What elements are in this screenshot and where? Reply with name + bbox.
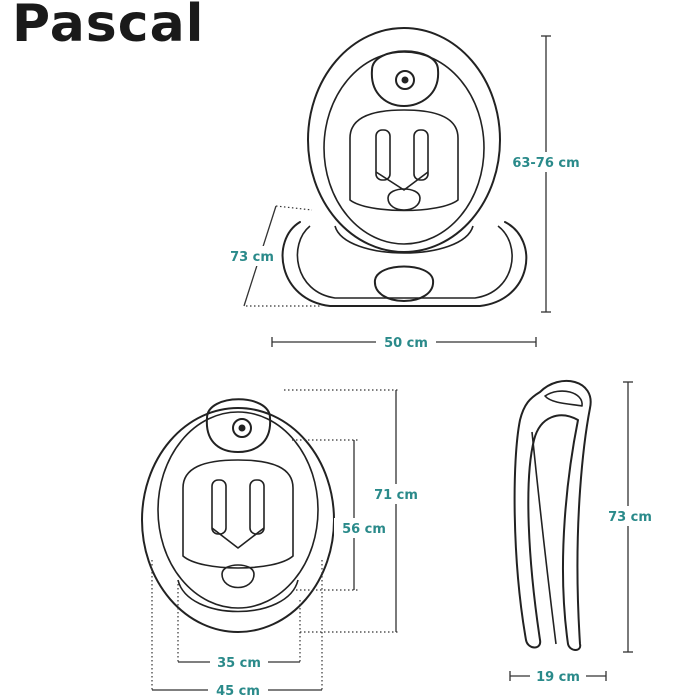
height-label-bg (508, 152, 584, 172)
outer-width-label: 45 cm (216, 684, 260, 699)
rocker-base (281, 221, 528, 307)
foot-pad (373, 265, 435, 302)
height-label: 63-76 cm (512, 156, 579, 171)
front-headrest-button (232, 418, 252, 438)
side-headrest (544, 390, 583, 407)
left-strap (375, 129, 391, 181)
seat-width-label-bg (210, 652, 268, 672)
top-dimensions: 63-76 cm 73 cm 50 cm (226, 35, 584, 352)
width-label: 50 cm (384, 336, 428, 351)
seat-shell (307, 27, 501, 253)
depth-label-bg (226, 246, 278, 266)
headrest-button-center (401, 76, 409, 84)
front-shell (141, 407, 335, 633)
inner-height-label-bg (334, 518, 394, 538)
rocker-base-inner (296, 225, 513, 299)
front-back-cushion (182, 459, 294, 569)
width-label-bg (376, 332, 436, 352)
seat-cushion (334, 225, 474, 254)
seat-top-view (281, 27, 528, 307)
side-depth-label-bg (530, 666, 586, 686)
front-seat-cushion (177, 579, 299, 613)
side-profile (513, 379, 592, 651)
depth-guide-top (275, 205, 313, 211)
outer-width-label-bg (208, 680, 268, 700)
headrest-button (395, 70, 415, 90)
right-strap (413, 129, 429, 181)
strap-join (375, 171, 429, 191)
front-headrest-button-center (238, 424, 246, 432)
front-left-strap (211, 479, 227, 535)
outer-height-label: 71 cm (374, 488, 418, 503)
seat-width-label: 35 cm (217, 656, 261, 671)
outer-height-label-bg (368, 484, 426, 504)
depth-label: 73 cm (230, 250, 274, 265)
front-buckle (221, 564, 255, 589)
product-title: Pascal (12, 0, 205, 54)
side-contour (531, 431, 557, 645)
seat-front-view (141, 398, 335, 633)
front-dimensions: 71 cm 56 cm 35 cm 45 cm (151, 389, 426, 700)
seat-side-view (513, 379, 592, 651)
front-strap-join (211, 527, 265, 549)
inner-height-label: 56 cm (342, 522, 386, 537)
side-height-label-bg (600, 506, 658, 526)
headrest (370, 50, 440, 107)
front-right-strap (249, 479, 265, 535)
front-headrest (205, 398, 272, 453)
back-cushion (349, 109, 459, 212)
front-shell-inner (157, 411, 319, 609)
buckle (387, 188, 421, 211)
side-height-label: 73 cm (608, 510, 652, 525)
side-dimensions: 73 cm 19 cm (509, 381, 658, 686)
side-depth-label: 19 cm (536, 670, 580, 685)
